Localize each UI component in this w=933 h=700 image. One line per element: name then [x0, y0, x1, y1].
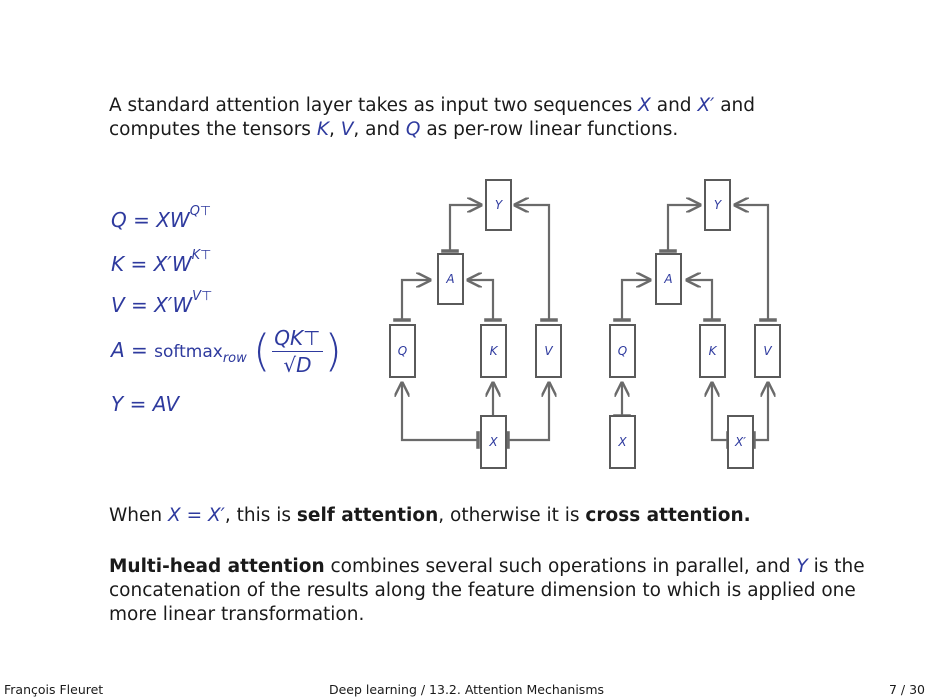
box-x-right [609, 415, 636, 469]
equation-a: A = softmaxrow (QK⊤√D) [111, 326, 342, 377]
label-x-prime: X′ [734, 435, 746, 449]
wire-k-to-a [468, 280, 493, 320]
footer-course: Deep learning / 13.2. Attention Mechanis… [328, 682, 605, 697]
math-x-equals-x-prime: X = X′ [168, 505, 225, 526]
self-text-2: , otherwise it is [438, 505, 580, 526]
label-y-right: Y [714, 198, 723, 212]
cross-attention-diagram: Y A Q K V X X′ [609, 179, 781, 469]
box-v-right [754, 324, 781, 378]
label-a-right: A [663, 272, 672, 286]
equation-a-numerator: QK⊤ [272, 326, 323, 352]
wire-x-to-q [402, 383, 478, 440]
multihead-text-1: combines several such operations in para… [330, 556, 791, 577]
equation-k-body: K = X′W [111, 252, 192, 276]
equation-y: Y = AV [111, 392, 179, 416]
label-x-right: X [617, 435, 627, 449]
label-x: X [488, 435, 498, 449]
footer-author: François Fleuret [4, 682, 104, 697]
label-v: V [544, 344, 553, 358]
box-q-right [609, 324, 636, 378]
intro-paragraph: A standard attention layer takes as inpu… [109, 94, 869, 142]
intro-text-3: as per-row linear functions. [426, 119, 679, 140]
equation-k: K = X′WK⊤ [111, 248, 211, 276]
intro-comma: , [328, 119, 335, 140]
label-v-right: V [763, 344, 772, 358]
multihead-text-2: is the concatenation of the results alon… [109, 556, 865, 625]
box-y [485, 179, 512, 231]
math-q: Q [405, 119, 421, 140]
box-q [389, 324, 416, 378]
self-when: When [109, 505, 163, 526]
label-y: Y [495, 198, 504, 212]
equation-a-softmax: softmax [154, 342, 223, 362]
equation-y-body: Y = AV [111, 392, 180, 416]
math-y: Y [796, 556, 808, 577]
equation-q: Q = XWQ⊤ [111, 204, 211, 232]
equation-a-open-paren: ( [253, 325, 271, 377]
equation-k-sup: K⊤ [191, 248, 212, 264]
math-v: V [340, 119, 354, 140]
self-text-1: , this is [224, 505, 292, 526]
label-k: K [490, 344, 499, 358]
box-k [480, 324, 507, 378]
intro-text-1: A standard attention layer takes as inpu… [109, 95, 633, 116]
cross-attention-term: cross attention. [585, 505, 751, 526]
label-k-right: K [709, 344, 718, 358]
wire-v-to-y-right [735, 205, 768, 320]
wire-x-to-v [508, 383, 549, 440]
wire-xp-to-v [754, 383, 768, 440]
box-y-right [704, 179, 731, 231]
intro-and: and [656, 95, 692, 116]
box-a [437, 253, 464, 305]
equation-q-body: Q = XW [111, 208, 190, 232]
math-x-prime: X′ [697, 95, 715, 116]
box-v [535, 324, 562, 378]
wire-a-to-y-right [668, 205, 700, 251]
equation-a-close-paren: ) [324, 325, 342, 377]
equation-v: V = X′WV⊤ [111, 289, 212, 317]
wire-q-to-a-right [622, 280, 650, 320]
equation-v-body: V = X′W [111, 293, 193, 317]
intro-text-2: computes the tensors [109, 119, 311, 140]
equation-a-denominator: √D [283, 353, 312, 377]
equation-a-sub: row [222, 351, 247, 366]
equation-a-lhs: A = [111, 338, 155, 362]
intro-and-2: and [720, 95, 756, 116]
wire-xp-to-k [712, 383, 728, 440]
wire-k-to-a-right [687, 280, 712, 320]
equation-q-sup: Q⊤ [189, 204, 212, 220]
box-a-right [655, 253, 682, 305]
label-q-right: Q [618, 344, 627, 358]
math-k: K [316, 119, 329, 140]
label-a: A [445, 272, 454, 286]
wire-a-to-y [450, 205, 481, 251]
self-attention-line: When X = X′, this is self attention, oth… [109, 504, 869, 528]
wire-q-to-a [402, 280, 430, 320]
self-attention-term: self attention [296, 505, 439, 526]
self-attention-diagram: Y A Q K V X [389, 179, 562, 469]
box-k-right [699, 324, 726, 378]
equation-v-sup: V⊤ [192, 289, 213, 305]
box-x [480, 415, 507, 469]
multihead-term: Multi-head attention [109, 556, 325, 577]
multihead-paragraph: Multi-head attention combines several su… [109, 555, 869, 627]
box-x-prime [727, 415, 754, 469]
footer-page-number: 7 / 30 [888, 682, 925, 697]
label-q: Q [398, 344, 407, 358]
intro-comma-and: , and [353, 119, 400, 140]
math-x: X [638, 95, 651, 116]
equation-a-fraction: QK⊤√D [272, 326, 323, 377]
wire-v-to-y [515, 205, 549, 320]
